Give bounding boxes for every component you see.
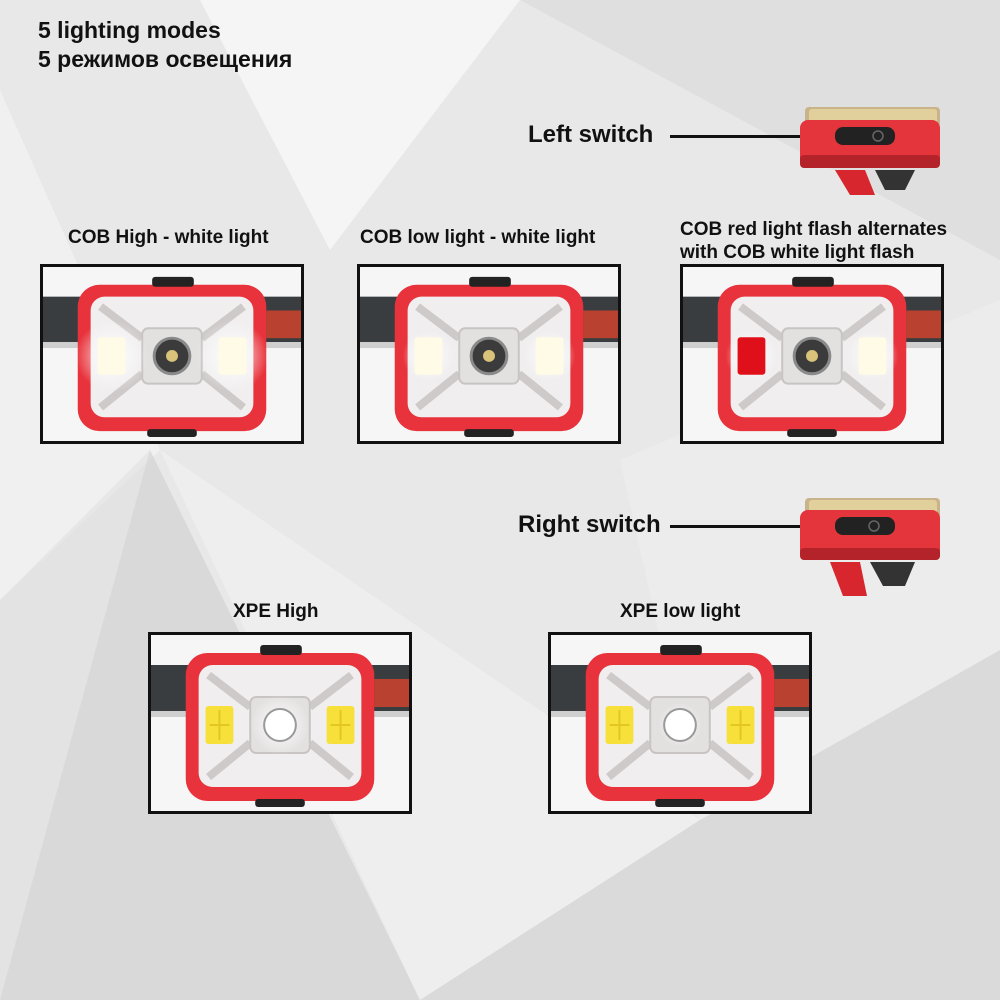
reflective-strip — [774, 679, 809, 707]
left-switch-image — [800, 107, 940, 195]
bottom-clip — [787, 429, 837, 438]
mode-label-line2: with COB white light flash — [680, 242, 915, 263]
left-switch-label: Left switch — [528, 121, 654, 148]
headlamp-illustration — [151, 645, 409, 807]
top-switch — [469, 276, 511, 287]
bottom-clip — [147, 429, 197, 438]
left-cob-led — [414, 337, 443, 375]
left-switch-leader — [670, 135, 845, 138]
left-switch-button — [835, 127, 895, 145]
right-cob-led — [535, 337, 564, 375]
headlamp-illustration — [683, 276, 941, 438]
top-switch — [152, 276, 194, 287]
mode-label-xpe-high: XPE High — [233, 601, 319, 622]
right-switch-leader — [670, 525, 870, 528]
headlamp-illustration — [551, 645, 809, 807]
reflective-strip — [583, 310, 618, 339]
bottom-clip — [255, 799, 305, 807]
top-switch — [260, 645, 302, 655]
left-cob-led — [737, 337, 766, 375]
top-switch — [792, 276, 834, 287]
headlamp-illustration — [360, 276, 618, 438]
mode-panel-cob-low — [357, 264, 621, 444]
mode-label-cob-low: COB low light - white light — [360, 227, 596, 248]
right-switch-label: Right switch — [518, 511, 661, 538]
top-switch — [660, 645, 702, 655]
right-switch-button — [835, 517, 895, 535]
mode-panel-xpe-low — [548, 632, 812, 814]
mode-panel-xpe-high — [148, 632, 412, 814]
headlamp-illustration — [43, 276, 301, 438]
bottom-clip — [655, 799, 705, 807]
mode-label-cob-red-flash: COB red light flash alternates with COB … — [680, 218, 947, 264]
xpe-led — [263, 708, 297, 742]
mode-label-xpe-low: XPE low light — [620, 601, 741, 622]
page-title: 5 lighting modes 5 режимов освещения — [38, 16, 292, 74]
title-line-english: 5 lighting modes — [38, 17, 221, 43]
title-line-russian: 5 режимов освещения — [38, 46, 293, 72]
mode-panel-cob-red-flash — [680, 264, 944, 444]
right-switch-image — [800, 498, 940, 596]
left-cob-led — [97, 337, 126, 375]
reflective-strip — [906, 310, 941, 339]
right-cob-led — [218, 337, 247, 375]
reflective-strip — [266, 310, 301, 339]
mode-label-cob-high: COB High - white light — [68, 227, 269, 248]
mode-panel-cob-high — [40, 264, 304, 444]
reflective-strip — [374, 679, 409, 707]
right-cob-led — [858, 337, 887, 375]
mode-label-line1: COB red light flash alternates — [680, 219, 948, 240]
xpe-led — [663, 708, 697, 742]
bottom-clip — [464, 429, 514, 438]
